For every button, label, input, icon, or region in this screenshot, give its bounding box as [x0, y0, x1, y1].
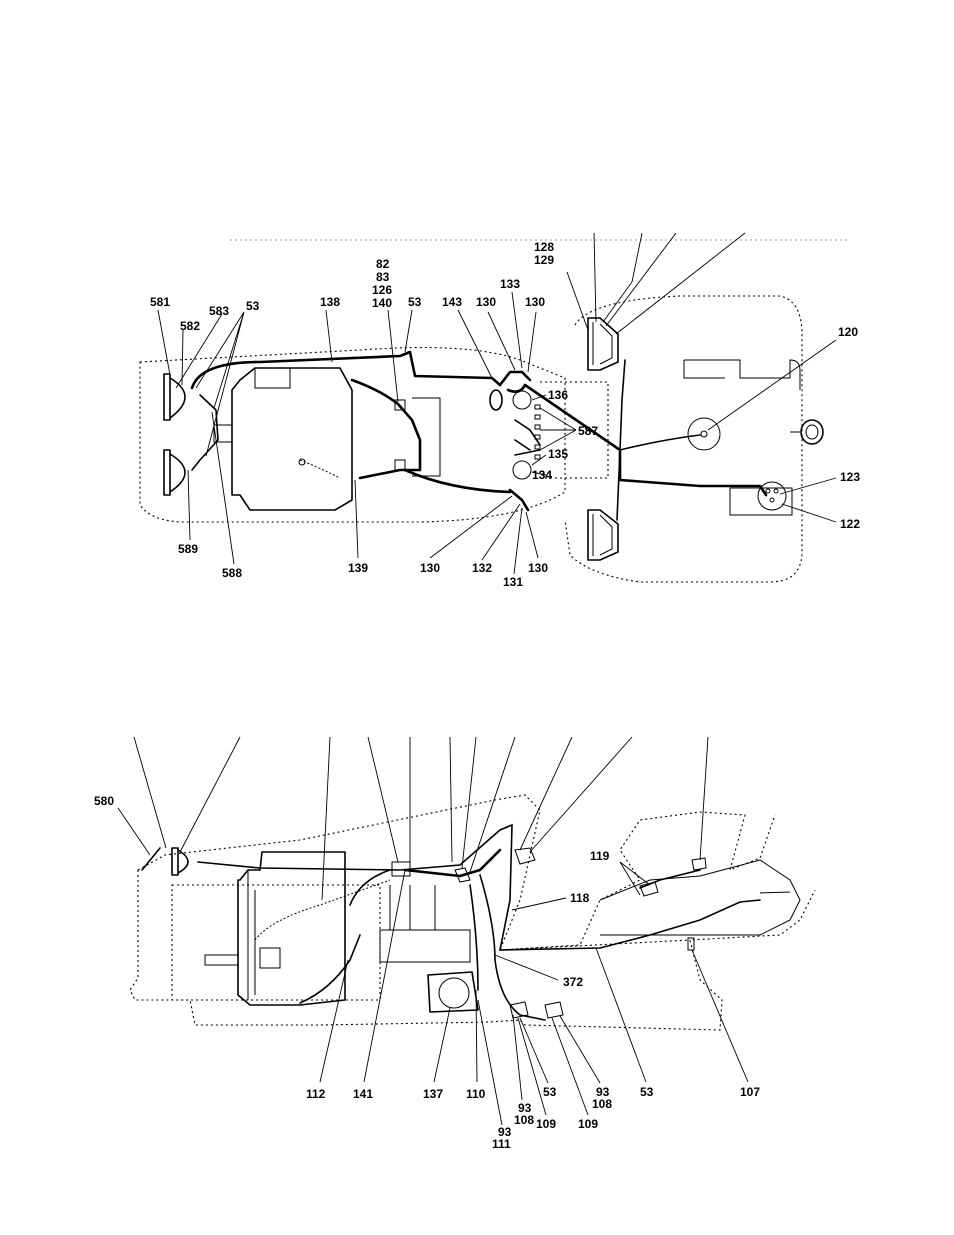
callout-110: 110	[466, 1087, 486, 1101]
callout-107: 107	[740, 1085, 760, 1099]
callout-372: 372	[563, 975, 583, 989]
callout-53: 53	[246, 299, 260, 313]
callout-132: 132	[472, 561, 492, 575]
callout-580: 580	[94, 794, 114, 808]
side-view-callouts: 580 119 118 372 112 141 137 110 93 111 9…	[94, 794, 760, 1151]
callout-53: 53	[640, 1085, 654, 1099]
callout-589: 589	[178, 542, 198, 556]
callout-130: 130	[525, 295, 545, 309]
callout-82-83-126-140: 82 83 126 140	[372, 257, 395, 310]
callout-93-108: 93 108	[592, 1085, 613, 1111]
callout-128-129: 128 129	[534, 240, 557, 267]
callout-141: 141	[353, 1087, 373, 1101]
callout-136: 136	[548, 388, 568, 402]
callout-143: 143	[442, 295, 462, 309]
callout-135: 135	[548, 447, 568, 461]
callout-53: 53	[408, 295, 422, 309]
callout-130: 130	[476, 295, 496, 309]
callout-133: 133	[500, 277, 520, 291]
callout-123: 123	[840, 470, 860, 484]
callout-131: 131	[503, 575, 523, 589]
callout-93-111: 93 111	[492, 1125, 515, 1151]
callout-130: 130	[420, 561, 440, 575]
callout-53: 53	[543, 1085, 557, 1099]
callout-109: 109	[578, 1117, 598, 1131]
callout-119: 119	[590, 849, 610, 863]
callout-118: 118	[570, 891, 590, 905]
callout-120: 120	[838, 325, 858, 339]
callout-130: 130	[528, 561, 548, 575]
side-view-drawing	[118, 737, 815, 1125]
callout-583: 583	[209, 304, 229, 318]
callout-587: 587	[578, 424, 598, 438]
callout-588: 588	[222, 566, 242, 580]
callout-109: 109	[536, 1117, 556, 1131]
callout-122: 122	[840, 517, 860, 531]
callout-582: 582	[180, 319, 200, 333]
top-view-drawing	[140, 233, 850, 582]
callout-139: 139	[348, 561, 368, 575]
callout-581: 581	[150, 295, 170, 309]
callout-93-108: 93 108	[514, 1101, 535, 1127]
callout-138: 138	[320, 295, 340, 309]
callout-112: 112	[306, 1087, 326, 1101]
top-view-callouts: 581 583 582 53 138 82 83 126 140 53 143 …	[150, 240, 860, 589]
callout-137: 137	[423, 1087, 443, 1101]
callout-134: 134	[532, 468, 552, 482]
